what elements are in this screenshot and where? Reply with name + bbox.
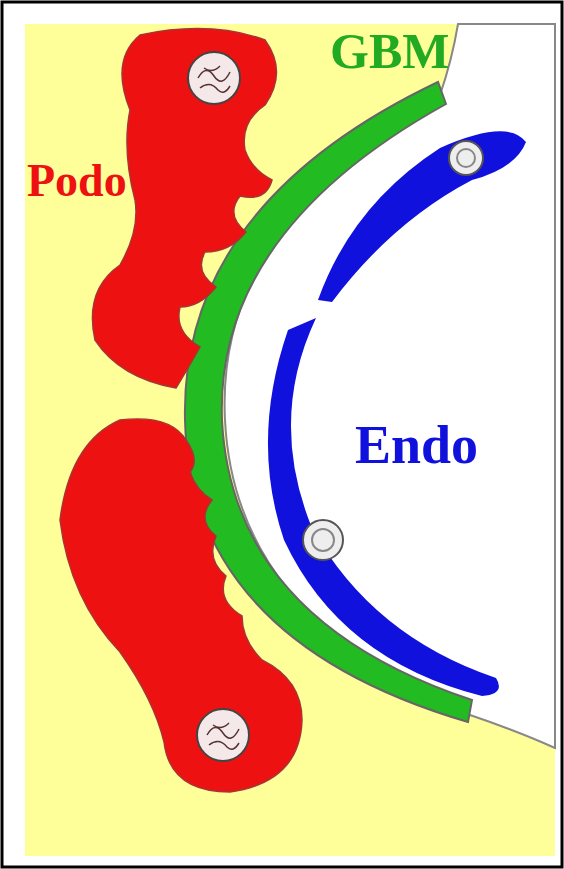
- nucleus: [197, 709, 249, 761]
- nucleus: [449, 141, 483, 175]
- chromatin: [198, 66, 230, 92]
- podocyte-label: Podo: [27, 158, 127, 204]
- endothelial-cell: [268, 318, 499, 696]
- chromatin: [207, 723, 239, 749]
- gbm-label: GBM: [330, 26, 449, 76]
- nucleus: [188, 52, 240, 104]
- podocyte: [92, 29, 276, 388]
- interstitium: [25, 24, 555, 856]
- nucleus: [312, 529, 334, 551]
- podocyte: [60, 419, 302, 792]
- nucleus: [303, 520, 343, 560]
- endothelium-label: Endo: [355, 418, 478, 472]
- nucleus: [457, 149, 475, 167]
- endothelial-cell: [318, 131, 526, 302]
